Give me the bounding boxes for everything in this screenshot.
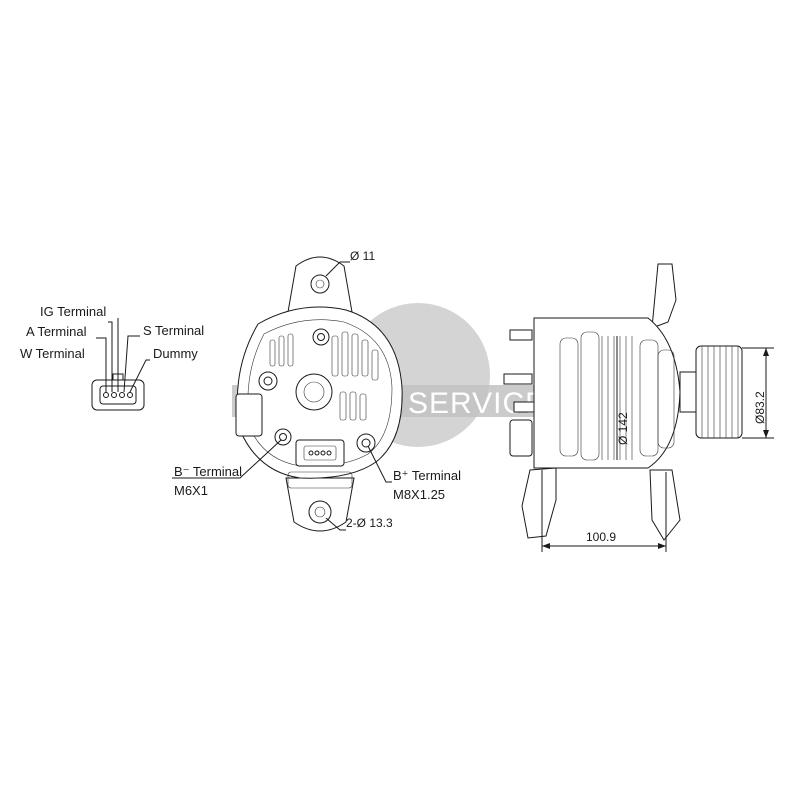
w-terminal-label: W Terminal (20, 346, 85, 361)
rear-view (235, 256, 403, 532)
ig-terminal-label: IG Terminal (40, 304, 106, 319)
b-minus-terminal-label: B⁻ Terminal (174, 464, 242, 479)
connector-detail (91, 318, 150, 411)
body-diameter-dimension: Ø 142 (616, 412, 630, 445)
b-plus-leader (367, 445, 392, 483)
length-dim (541, 470, 667, 552)
a-terminal-label: A Terminal (26, 324, 87, 339)
b-minus-thread-label: M6X1 (174, 483, 208, 498)
side-view (503, 263, 743, 541)
top-hole-dimension: Ø 11 (350, 249, 375, 263)
pulley-diameter-dimension: Ø83.2 (753, 391, 767, 424)
top-hole-leader (325, 261, 350, 277)
dummy-label: Dummy (153, 346, 198, 361)
b-minus-leader (172, 439, 282, 479)
s-terminal-label: S Terminal (143, 323, 204, 338)
pulley-diameter-dim (742, 347, 774, 439)
bottom-hole-leader (325, 517, 346, 531)
b-plus-thread-label: M8X1.25 (393, 487, 445, 502)
length-dimension: 100.9 (586, 530, 616, 544)
bottom-hole-dimension: 2-Ø 13.3 (346, 516, 393, 530)
b-plus-terminal-label: B⁺ Terminal (393, 468, 461, 483)
